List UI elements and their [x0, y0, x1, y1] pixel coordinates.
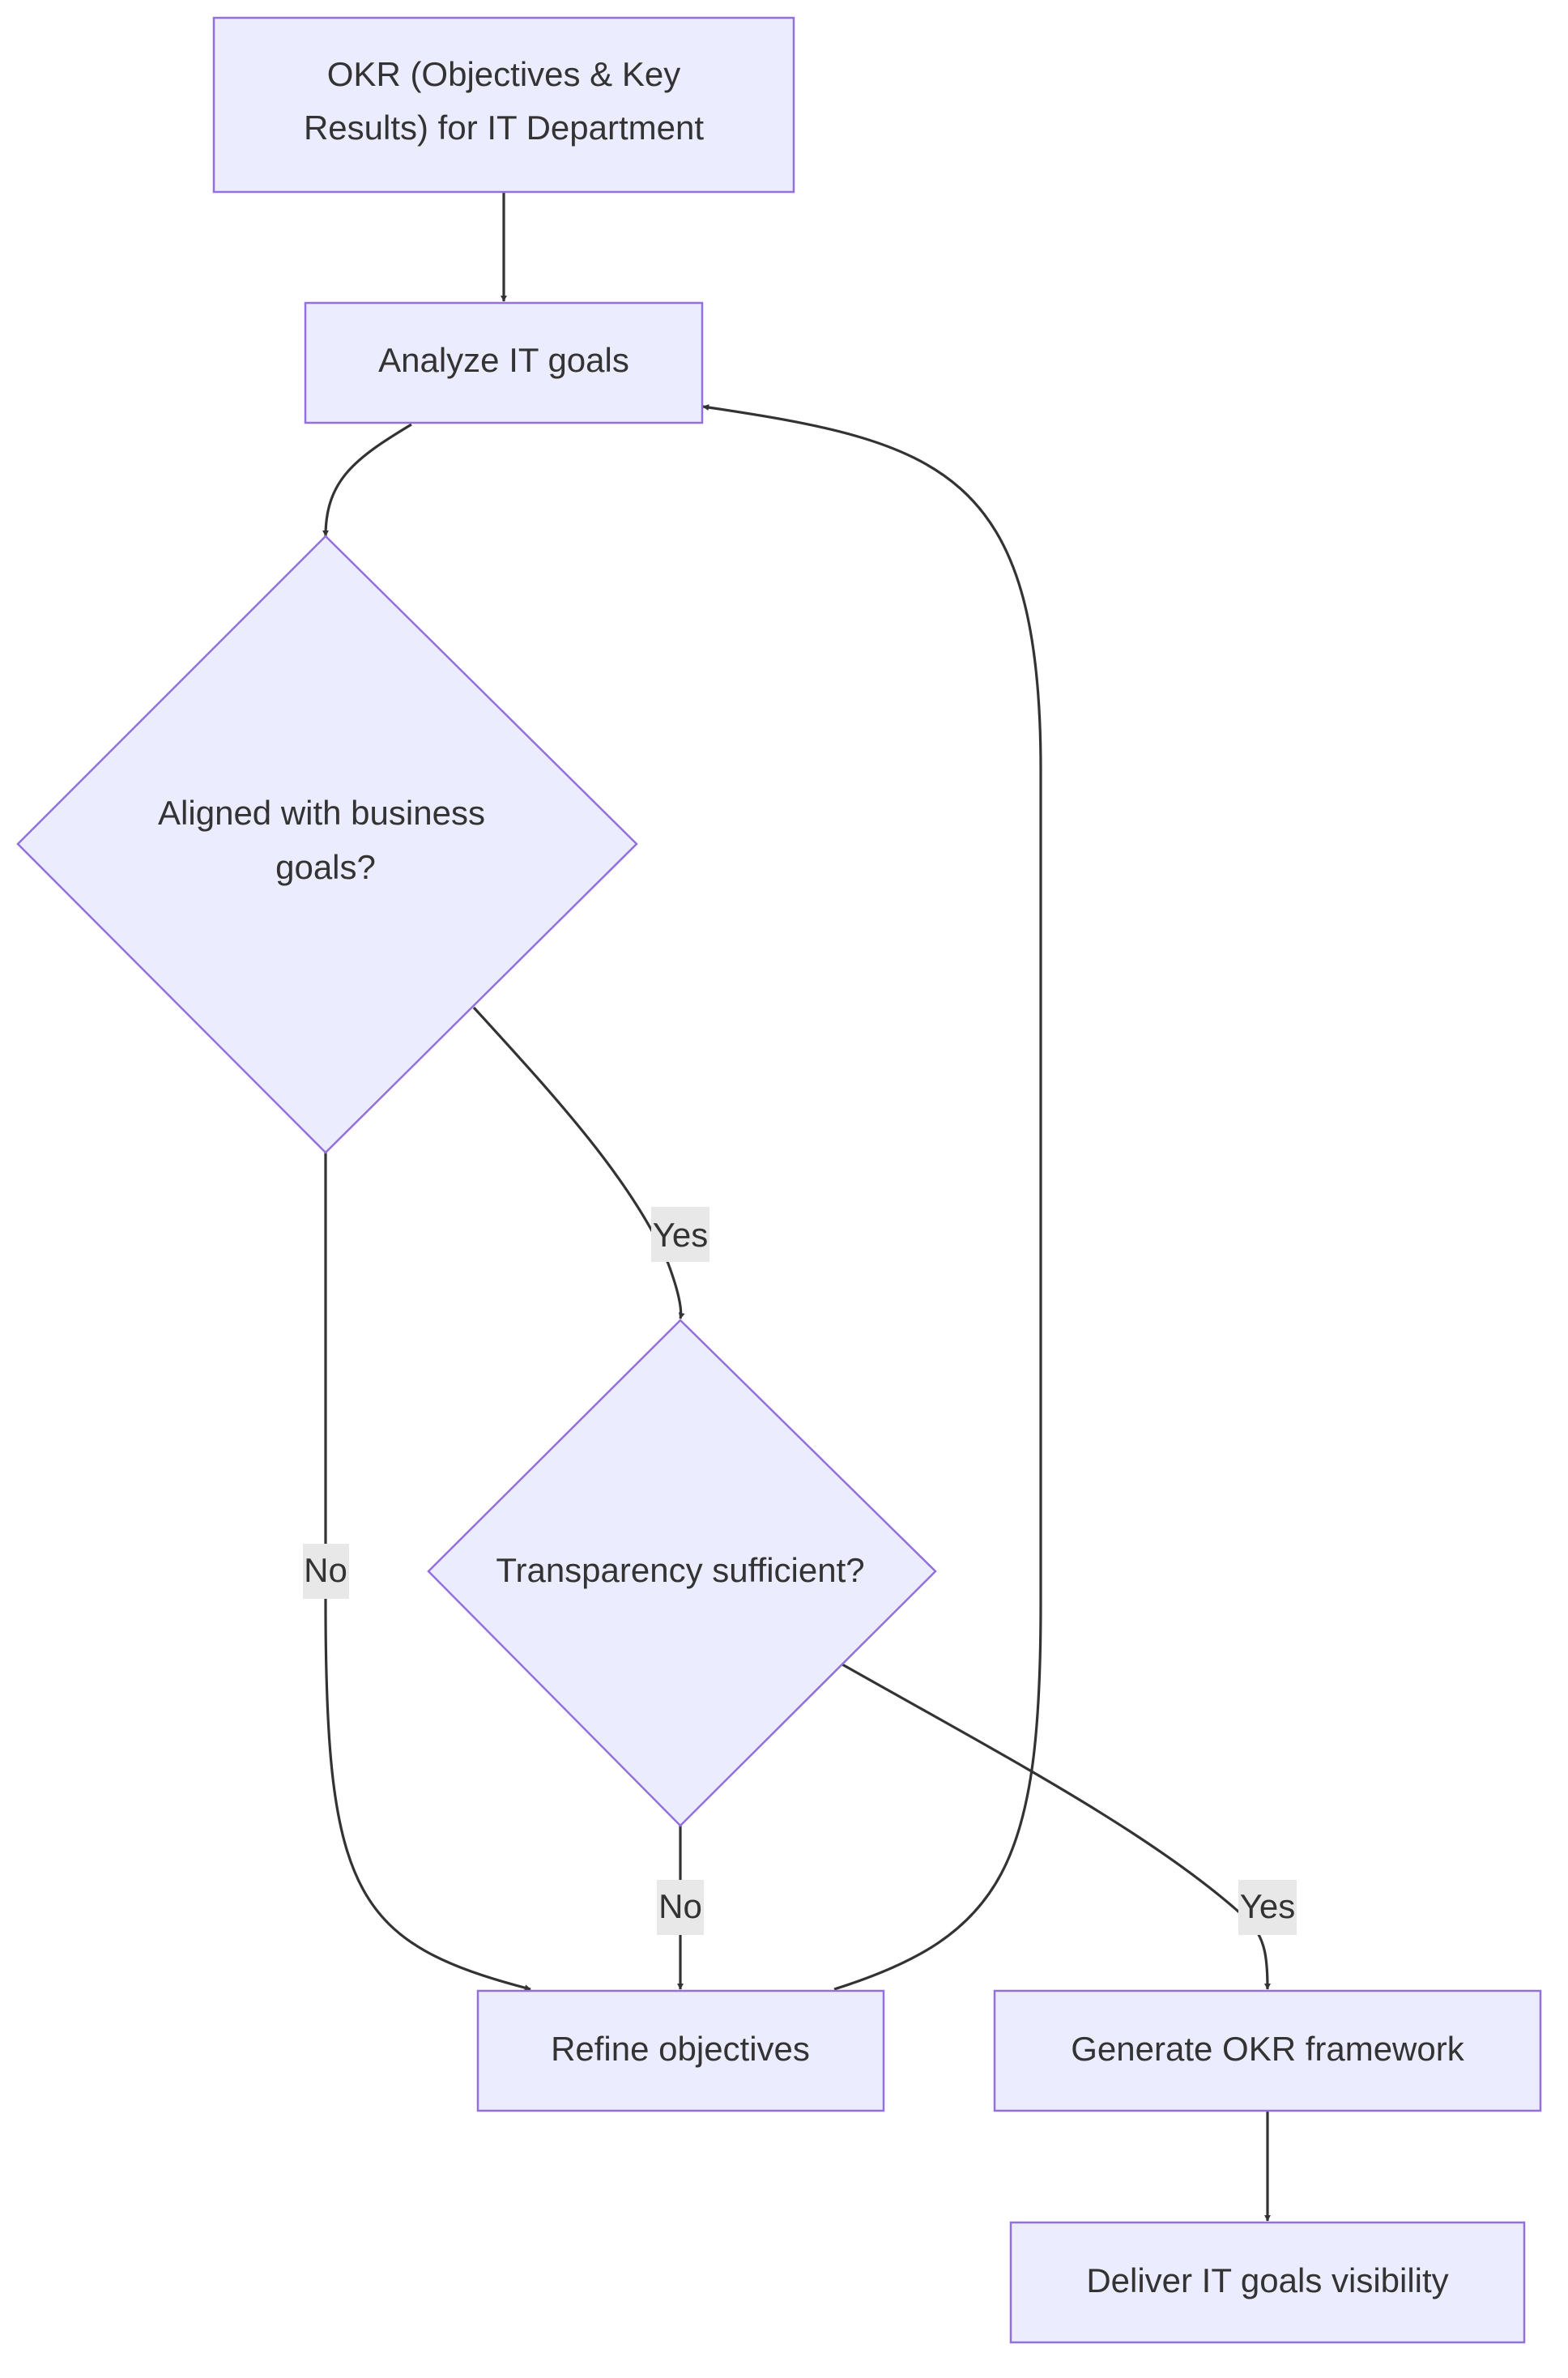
- node-refine-objectives-label: Refine objectives: [551, 2030, 810, 2068]
- node-generate-okr-framework: Generate OKR framework: [993, 1989, 1542, 2112]
- edge-analyze-to-aligned: [322, 423, 412, 537]
- node-analyze-it-goals-label: Analyze IT goals: [378, 341, 629, 379]
- node-transparency-decision-label: Transparency sufficient?: [496, 1551, 864, 1589]
- edge-labels: Yes No No Yes: [303, 1207, 1297, 1935]
- edge-label-aligned-no-text: No: [304, 1551, 347, 1589]
- edge-transparency-to-generate: [842, 1663, 1271, 1990]
- node-analyze-it-goals: Analyze IT goals: [304, 301, 704, 424]
- node-generate-okr-framework-label: Generate OKR framework: [1071, 2030, 1465, 2068]
- node-aligned-decision: Aligned with business goals?: [16, 535, 638, 1154]
- edges: [322, 192, 1271, 2222]
- node-transparency-decision: Transparency sufficient?: [427, 1319, 937, 1827]
- edge-label-transparency-yes: Yes: [1238, 1880, 1297, 1935]
- edge-label-transparency-no: No: [657, 1880, 704, 1935]
- node-refine-objectives: Refine objectives: [476, 1989, 885, 2112]
- node-okr-start-line2: Results) for IT Department: [304, 109, 704, 147]
- node-okr-start: OKR (Objectives & Key Results) for IT De…: [212, 16, 795, 194]
- edge-label-aligned-yes: Yes: [651, 1207, 709, 1262]
- edge-label-transparency-no-text: No: [658, 1887, 702, 1925]
- node-deliver-it-goals-visibility: Deliver IT goals visibility: [1009, 2221, 1526, 2344]
- edge-refine-to-analyze: [702, 404, 1042, 1991]
- node-okr-start-line1: OKR (Objectives & Key: [327, 55, 680, 93]
- node-aligned-decision-line1: Aligned with business: [158, 794, 485, 832]
- nodes: OKR (Objectives & Key Results) for IT De…: [16, 16, 1542, 2344]
- edge-aligned-to-transparency: [472, 1006, 685, 1319]
- node-deliver-it-goals-visibility-label: Deliver IT goals visibility: [1086, 2261, 1448, 2299]
- edge-aligned-to-refine: [324, 1153, 531, 1992]
- node-aligned-decision-line2: goals?: [275, 848, 376, 886]
- edge-label-aligned-no: No: [303, 1544, 349, 1599]
- edge-label-transparency-yes-text: Yes: [1240, 1887, 1296, 1925]
- edge-label-aligned-yes-text: Yes: [653, 1216, 709, 1254]
